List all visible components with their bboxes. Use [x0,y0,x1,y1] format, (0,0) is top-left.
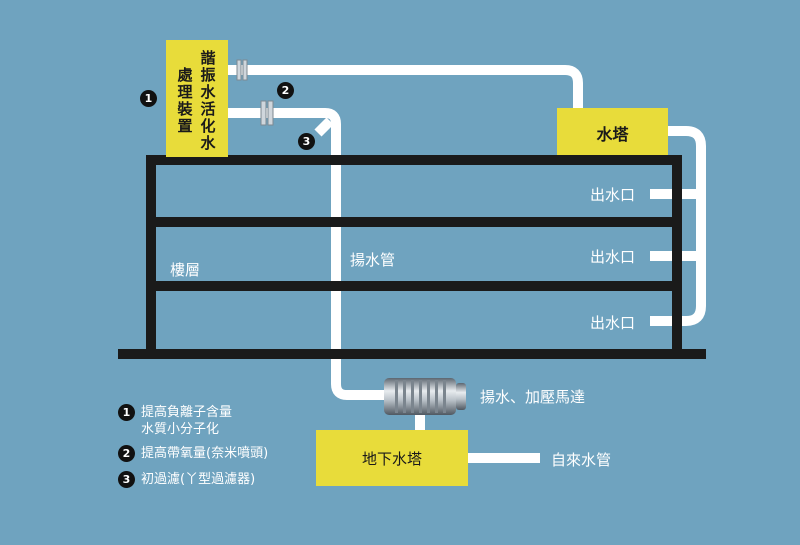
water-tower-box: 水塔 [557,108,668,155]
marker-3: 3 [298,133,315,150]
treatment-device-title: 諧振水活化水 [200,49,216,152]
floor-label: 樓層 [170,261,201,279]
roof-beam [146,155,682,165]
right-column [672,155,682,350]
marker-1: 1 [140,90,157,107]
filter-branch [314,117,334,137]
left-column [146,155,156,350]
outlet-label-3: 出水口 [590,314,636,332]
legend-text-1-line-2: 水質小分子化 [141,422,220,437]
coupling-mid-a [260,100,267,126]
outlet-label-1: 出水口 [590,186,636,204]
treatment-device-subtitle: 處理裝置 [177,66,193,135]
marker-2: 2 [277,82,294,99]
legend-marker-1: 1 [118,404,135,421]
riser-pipe [228,108,388,400]
legend-text-1-line-1: 提高負離子含量 [141,405,233,420]
outlet-riser [650,126,706,326]
underground-tower-box: 地下水塔 [316,430,468,486]
legend-text-3: 初過濾(丫型過濾器) [141,472,256,487]
building-frame [118,155,706,359]
pump-label: 揚水、加壓馬達 [480,388,586,406]
water-tower-label: 水塔 [596,125,629,144]
legend-text-1: 提高負離子含量 水質小分子化 [141,404,232,438]
floor-beam-2 [146,217,682,227]
legend-item-3: 3 初過濾(丫型過濾器) [118,471,255,488]
legend-marker-2: 2 [118,445,135,462]
legend-item-1: 1 提高負離子含量 水質小分子化 [118,404,232,438]
treatment-device-box: 諧振水活化水 處理裝置 [166,40,228,157]
tap-water-label: 自來水管 [551,451,612,469]
coupling-top-a [236,59,242,81]
pipe-to-water-tower [228,65,583,108]
legend-text-2: 提高帶氧量(奈米噴頭) [141,446,269,461]
pipe-couplings [236,59,274,126]
coupling-top-b [242,59,248,81]
outlet-label-2: 出水口 [590,248,636,266]
pump-motor-icon [384,378,466,415]
coupling-mid-b [267,100,274,126]
underground-tower-label: 地下水塔 [361,450,422,468]
legend-marker-3: 3 [118,471,135,488]
riser-pipe-label: 揚水管 [350,251,396,269]
floor-beam-1 [146,281,682,291]
ground-slab [118,349,706,359]
legend-item-2: 2 提高帶氧量(奈米噴頭) [118,445,268,462]
